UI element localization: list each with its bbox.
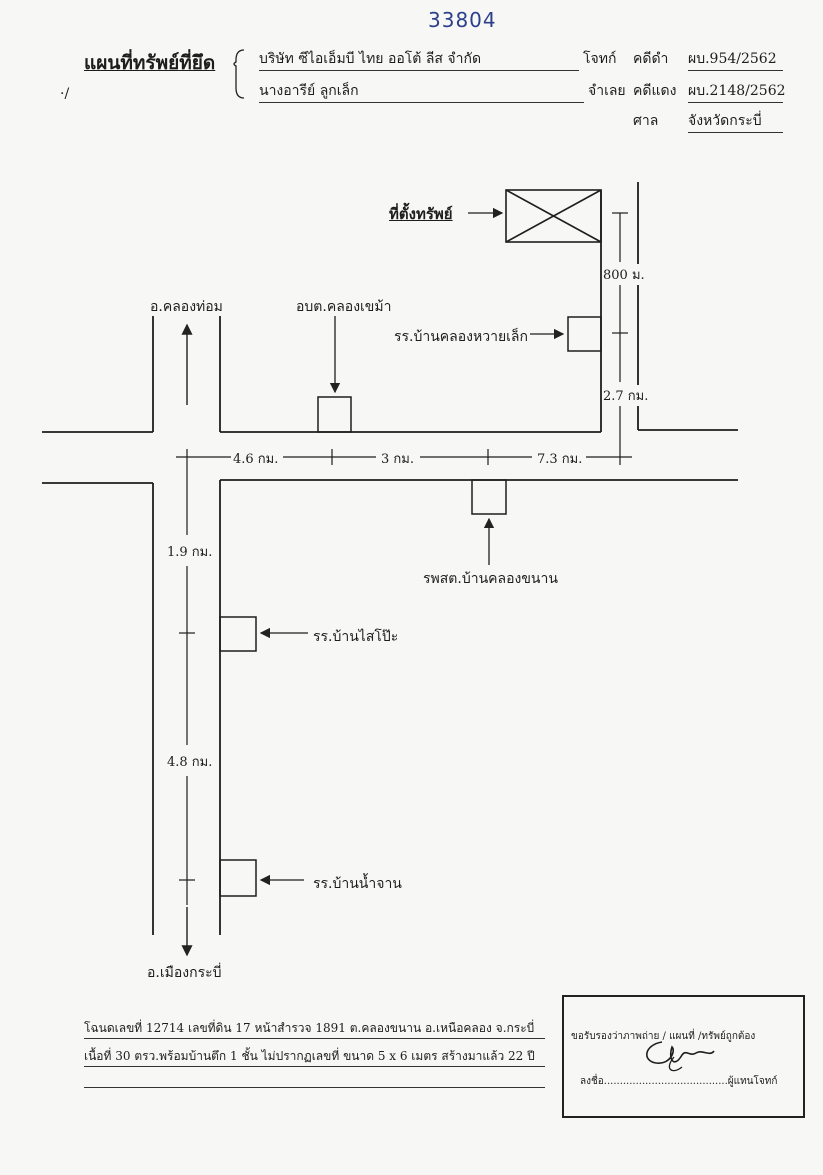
document-number: 33804	[428, 8, 497, 32]
black-case-number: ผบ.954/2562	[688, 48, 783, 71]
court-name: จังหวัดกระบี่	[688, 110, 783, 133]
distance-800m: 800 ม.	[603, 264, 645, 285]
south-destination-label: อ.เมืองกระบี่	[147, 965, 222, 981]
sao-label: อบต.คลองเขม้า	[296, 299, 392, 315]
defendant-name: นางอารีย์ ลูกเล็ก	[259, 80, 584, 103]
red-case-label: คดีแดง	[633, 83, 677, 99]
hospital-marker	[471, 479, 507, 515]
certification-box: ขอรับรองว่าภาพถ่าย / แผนที่ /ทรัพย์ถูกต้…	[562, 995, 805, 1118]
court-label: ศาล	[633, 113, 659, 129]
signature-scribble	[646, 1041, 715, 1072]
page-title: แผนที่ทรัพย์ที่ยึด	[84, 52, 216, 74]
property-marker	[505, 189, 602, 243]
footer-blank-line	[84, 1087, 545, 1088]
school-1-marker	[567, 316, 602, 352]
black-case-label: คดีดำ	[633, 51, 669, 67]
sao-building-marker	[317, 396, 352, 433]
scan-mark: ·/	[60, 86, 70, 102]
property-label: ที่ตั้งทรัพย์	[389, 205, 453, 223]
deed-description: โฉนดเลขที่ 12714 เลขที่ดิน 17 หน้าสำรวจ …	[84, 1019, 545, 1039]
north-destination-label: อ.คลองท่อม	[150, 299, 223, 315]
defendant-label: จำเลย	[588, 83, 626, 99]
school-2-marker	[219, 616, 257, 652]
distance-1-9km: 1.9 กม.	[167, 545, 213, 560]
plaintiff-label: โจทก์	[583, 51, 617, 67]
distance-7-3km: 7.3 กม.	[537, 452, 583, 467]
distance-2-7km: 2.7 กม.	[603, 385, 649, 406]
distance-4-8km: 4.8 กม.	[167, 755, 213, 770]
area-description: เนื้อที่ 30 ตรว.พร้อมบ้านตึก 1 ชั้น ไม่ป…	[84, 1047, 545, 1067]
distance-3km: 3 กม.	[381, 452, 414, 467]
certification-text: ขอรับรองว่าภาพถ่าย / แผนที่ /ทรัพย์ถูกต้…	[571, 1031, 756, 1042]
hospital-label: รพสต.บ้านคลองขนาน	[423, 571, 558, 587]
school-2-label: รร.บ้านไสโป๊ะ	[313, 629, 399, 645]
distance-4-6km: 4.6 กม.	[233, 452, 279, 467]
school-3-label: รร.บ้านน้ำจาน	[313, 876, 402, 892]
sign-line: ลงชื่อ..................................…	[580, 1076, 778, 1087]
school-1-label: รร.บ้านคลองหวายเล็ก	[394, 329, 528, 345]
red-case-number: ผบ.2148/2562	[688, 80, 786, 103]
school-3-marker	[219, 859, 257, 897]
plaintiff-name: บริษัท ซีไอเอ็มบี ไทย ออโต้ ลีส จำกัด	[259, 48, 579, 71]
